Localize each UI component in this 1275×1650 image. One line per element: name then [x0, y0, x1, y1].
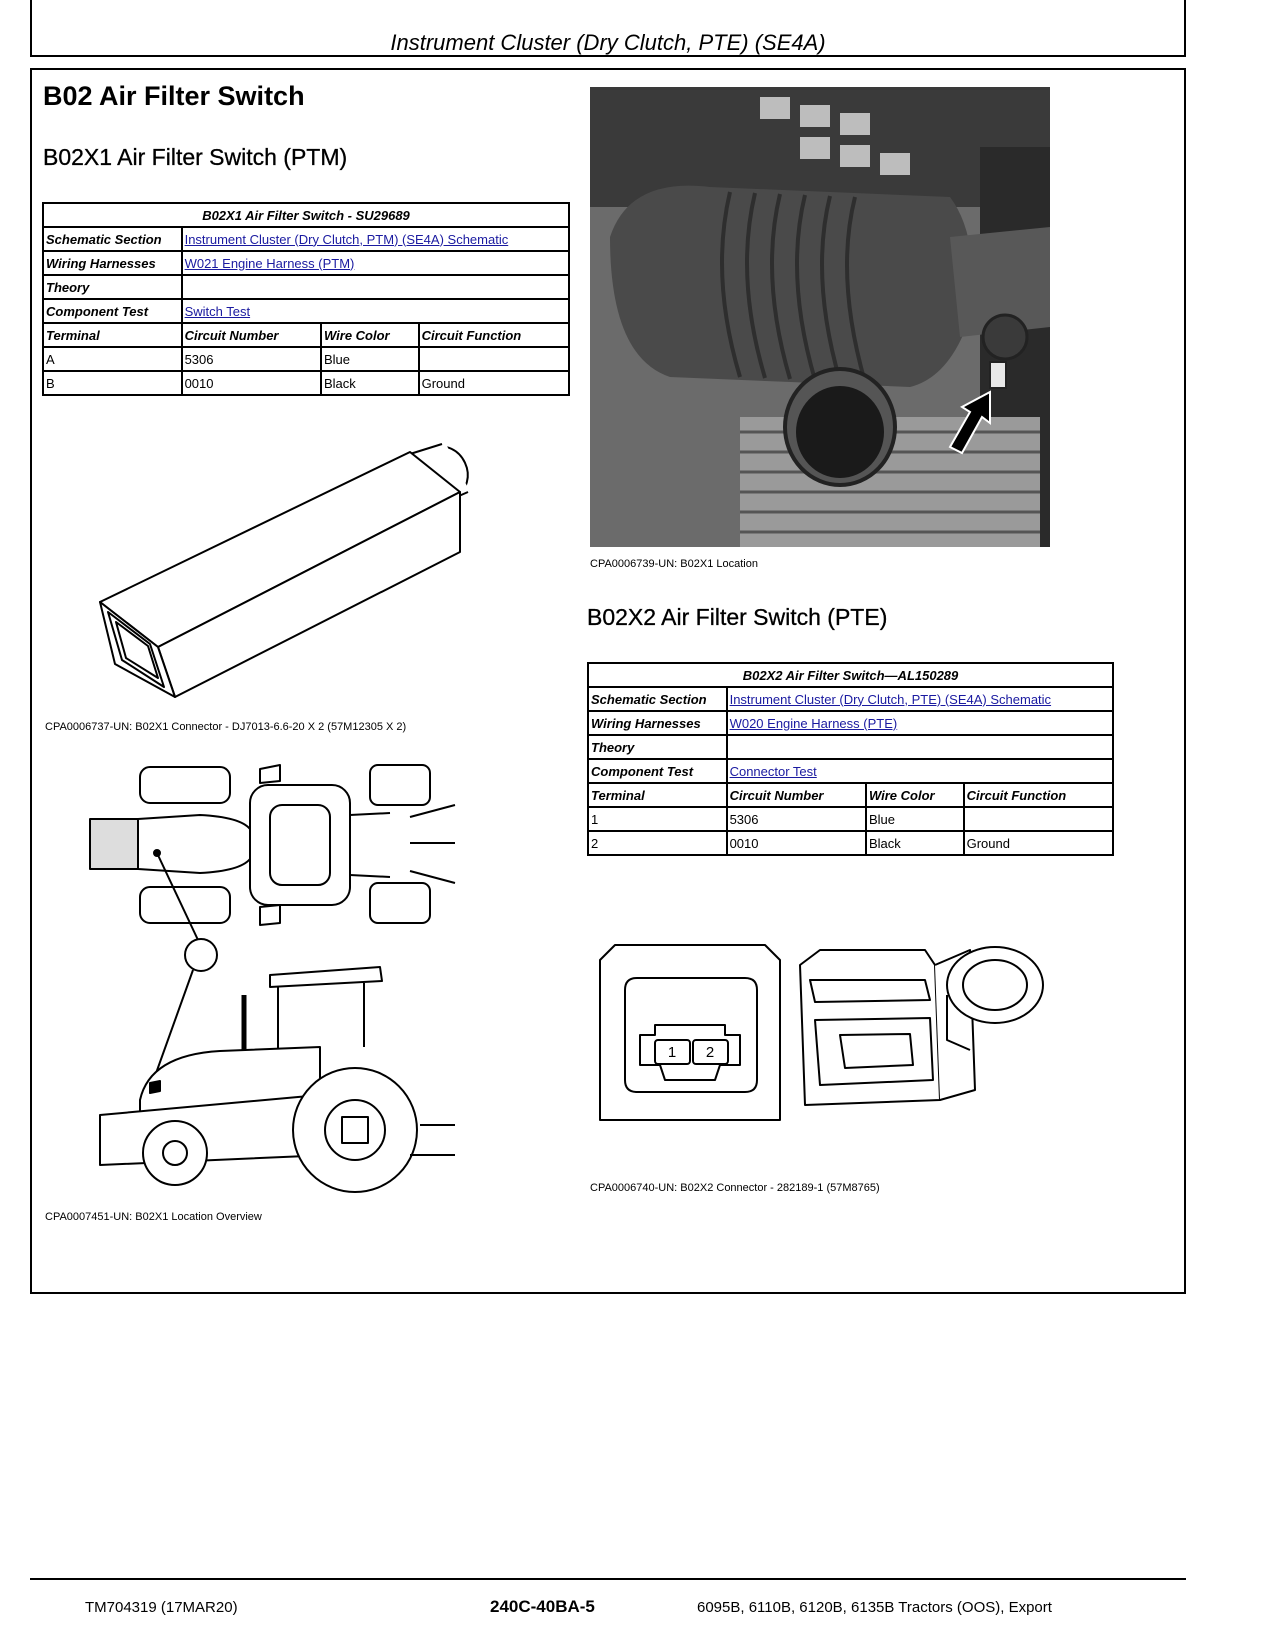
x2-harness-link[interactable]: W020 Engine Harness (PTE) [729, 715, 898, 731]
footer-rule [30, 1578, 1186, 1580]
x2-cell: 5306 [725, 806, 867, 832]
table-row: 2 0010 Black Ground [587, 830, 1115, 856]
photo-caption: CPA0006739-UN: B02X1 Location [590, 558, 758, 570]
x2-cell: Blue [864, 806, 965, 832]
x1-theory-value [180, 274, 571, 300]
x2-test-link[interactable]: Connector Test [729, 763, 817, 779]
x1-cell: B [42, 370, 183, 396]
x2-heading: B02X2 Air Filter Switch (PTE) [587, 604, 888, 630]
footer-doc-id: TM704319 (17MAR20) [85, 1599, 238, 1616]
x1-cell: 0010 [180, 370, 323, 396]
x1-cell: Ground [417, 370, 571, 396]
x1-schematic-link[interactable]: Instrument Cluster (Dry Clutch, PTM) (SE… [184, 231, 509, 247]
x2-info-table: B02X2 Air Filter Switch—AL150289 Schemat… [587, 662, 1115, 856]
x1-col-circuit-number: Circuit Number [180, 322, 323, 348]
x2-schematic-link[interactable]: Instrument Cluster (Dry Clutch, PTE) (SE… [729, 691, 1052, 707]
x2-cell: Ground [962, 830, 1115, 856]
x2-cell: Black [864, 830, 965, 856]
x1-connector-drawing [99, 442, 470, 698]
x2-schematic-label: Schematic Section [587, 686, 728, 712]
page-header-title: Instrument Cluster (Dry Clutch, PTE) (SE… [390, 30, 826, 55]
x1-harness-label: Wiring Harnesses [42, 250, 183, 276]
footer-page-number: 240C-40BA-5 [490, 1597, 595, 1616]
connector-pin-2: 2 [706, 1044, 714, 1061]
overview-caption: CPA0007451-UN: B02X1 Location Overview [45, 1211, 262, 1223]
x1-col-terminal: Terminal [42, 322, 183, 348]
footer-product: 6095B, 6110B, 6120B, 6135B Tractors (OOS… [697, 1599, 1052, 1616]
x2-cell: 1 [587, 806, 728, 832]
x2-cell: 2 [587, 830, 728, 856]
tractor-location-overview [89, 764, 456, 1193]
x2-col-circuit-function: Circuit Function [962, 782, 1115, 808]
air-filter-location-photo [590, 87, 1050, 547]
x2-harness-label: Wiring Harnesses [587, 710, 728, 736]
x1-info-table: B02X1 Air Filter Switch - SU29689 Schema… [42, 202, 571, 396]
x1-cell [417, 346, 571, 372]
page-header-box [30, 0, 1186, 57]
x1-table-caption: B02X1 Air Filter Switch - SU29689 [42, 202, 570, 228]
content-frame [30, 68, 1186, 1294]
x1-harness-link[interactable]: W021 Engine Harness (PTM) [184, 255, 355, 271]
x1-test-label: Component Test [42, 298, 183, 324]
x2-col-wire-color: Wire Color [864, 782, 965, 808]
section-title: B02 Air Filter Switch [43, 81, 305, 111]
x2-cell: 0010 [725, 830, 867, 856]
table-row: A 5306 Blue [42, 346, 571, 372]
connector-pin-1: 1 [668, 1044, 676, 1061]
x2-cell [962, 806, 1115, 832]
x1-col-circuit-function: Circuit Function [417, 322, 571, 348]
table-row: B 0010 Black Ground [42, 370, 571, 396]
x2-theory-value [725, 734, 1115, 760]
x2-col-circuit-number: Circuit Number [725, 782, 867, 808]
x2-connector-caption: CPA0006740-UN: B02X2 Connector - 282189-… [590, 1182, 880, 1194]
x1-cell: 5306 [180, 346, 323, 372]
x1-col-wire-color: Wire Color [320, 322, 420, 348]
x2-table-caption: B02X2 Air Filter Switch—AL150289 [587, 662, 1114, 688]
x1-cell: Blue [320, 346, 420, 372]
x2-connector-drawing: 1 2 [599, 944, 1044, 1121]
x1-heading: B02X1 Air Filter Switch (PTM) [43, 144, 348, 170]
x2-test-label: Component Test [587, 758, 728, 784]
x1-schematic-label: Schematic Section [42, 226, 183, 252]
x1-cell: Black [320, 370, 420, 396]
x1-theory-label: Theory [42, 274, 183, 300]
x1-cell: A [42, 346, 183, 372]
x2-col-terminal: Terminal [587, 782, 728, 808]
table-row: 1 5306 Blue [587, 806, 1115, 832]
x2-theory-label: Theory [587, 734, 728, 760]
x1-test-link[interactable]: Switch Test [184, 303, 251, 319]
x1-connector-caption: CPA0006737-UN: B02X1 Connector - DJ7013-… [45, 721, 407, 733]
